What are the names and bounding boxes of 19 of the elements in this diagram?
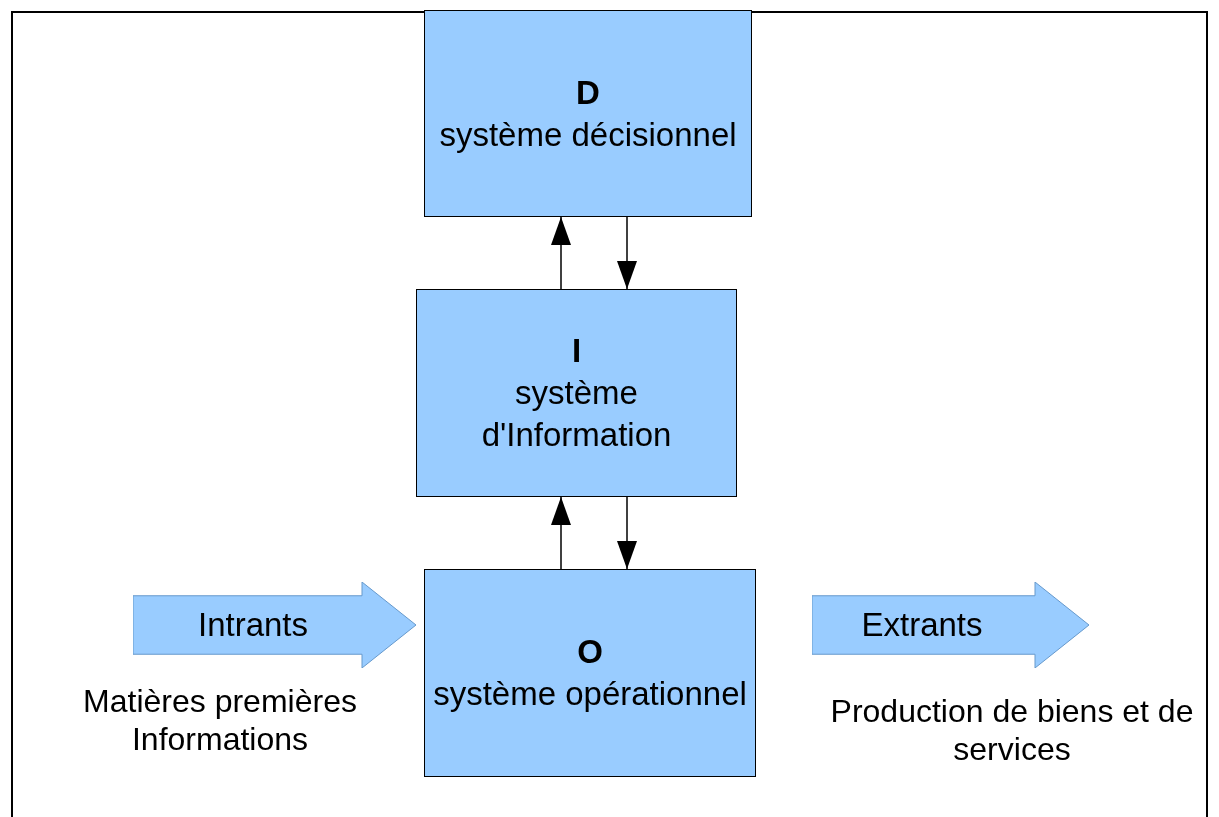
arrow-label: Intrants [196, 605, 310, 645]
flow-description: Matières premières Informations [82, 682, 358, 758]
block-arrow [133, 582, 416, 668]
system-box [424, 569, 756, 777]
box-letter: I [571, 331, 582, 371]
arrow-label: Extrants [860, 605, 984, 645]
system-box [416, 289, 737, 497]
arrow [617, 496, 637, 570]
box-label: système d'Information [480, 373, 673, 455]
box-label: système décisionnel [439, 114, 737, 155]
box-letter: O [577, 632, 603, 672]
box-label: système opérationnel [433, 674, 747, 714]
box-letter: D [576, 72, 600, 113]
block-arrow [812, 582, 1089, 668]
system-box [424, 10, 752, 217]
arrow [551, 216, 571, 290]
flow-description: Production de biens et de services [829, 692, 1195, 768]
arrow [617, 216, 637, 290]
arrow [551, 496, 571, 570]
